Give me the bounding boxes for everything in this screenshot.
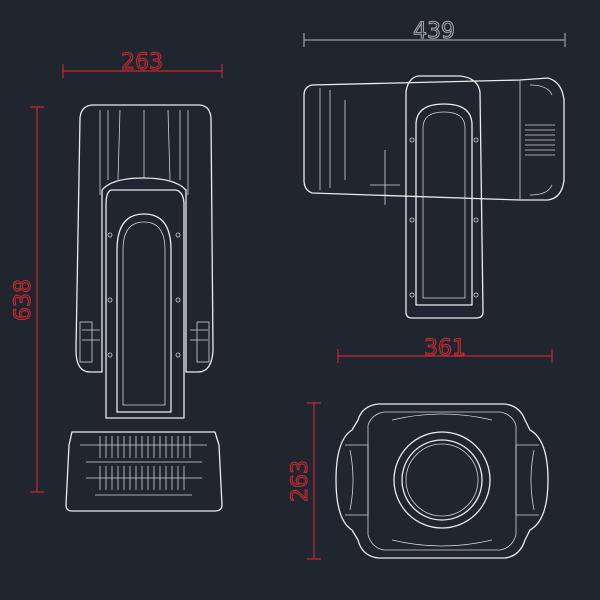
side-width-label: 439 (413, 19, 455, 44)
dimension-front-height: 638 (10, 106, 44, 493)
side-view (303, 75, 565, 319)
side-arm-width-label: 361 (424, 336, 466, 361)
front-width-label: 263 (121, 50, 163, 75)
dimension-side-width: 439 (303, 18, 566, 47)
dimension-top-depth: 263 (287, 402, 321, 560)
front-height-label: 638 (11, 279, 36, 321)
top-view (335, 403, 549, 559)
dimension-front-width: 263 (62, 49, 223, 78)
dimension-side-arm-width: 361 (337, 335, 553, 363)
front-view (65, 104, 223, 512)
top-depth-label: 263 (288, 460, 313, 502)
